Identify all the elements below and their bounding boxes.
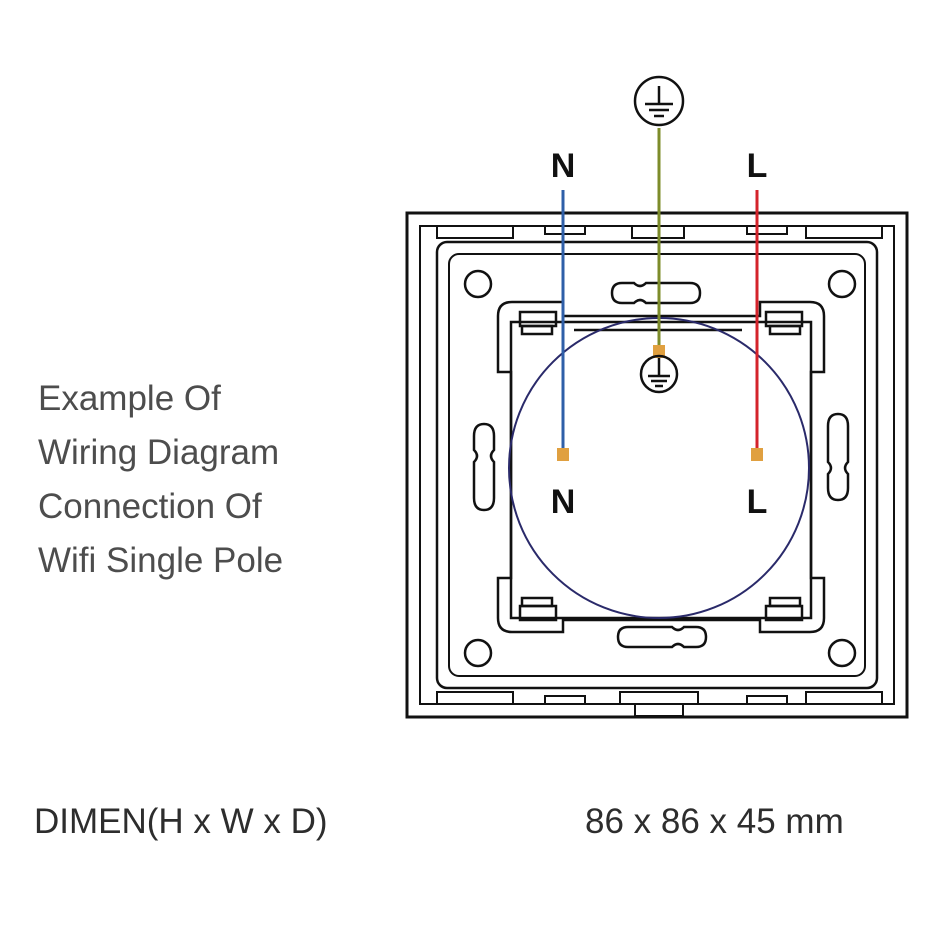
mounting-plate-outer xyxy=(435,240,879,690)
ground-terminal xyxy=(653,345,665,358)
corner-holes xyxy=(463,269,857,668)
ground-center-icon xyxy=(639,354,679,394)
live-terminal xyxy=(751,448,763,461)
neutral-bottom-label: N xyxy=(551,483,576,521)
caption-line-4: Wifi Single Pole xyxy=(38,541,284,580)
live-top-label: L xyxy=(747,147,768,185)
bottom-tabs xyxy=(436,691,883,717)
neutral-top-label: N xyxy=(551,147,576,185)
mounting-plate-inner xyxy=(448,253,866,677)
top-tabs xyxy=(436,225,883,239)
dimension-value: 86 x 86 x 45 mm xyxy=(585,802,844,841)
diagram-caption: Example Of Wiring Diagram Connection Of … xyxy=(38,372,283,588)
caption-line-1: Example Of xyxy=(38,379,221,418)
dimension-label: DIMEN(H x W x D) xyxy=(34,802,328,841)
neutral-terminal xyxy=(557,448,569,461)
caption-line-3: Connection Of xyxy=(38,487,262,526)
live-bottom-label: L xyxy=(747,483,768,521)
frame-inner-edge xyxy=(419,225,895,705)
mounting-slots xyxy=(472,281,850,649)
ground-top-icon xyxy=(633,75,685,127)
caption-line-2: Wiring Diagram xyxy=(38,433,280,472)
